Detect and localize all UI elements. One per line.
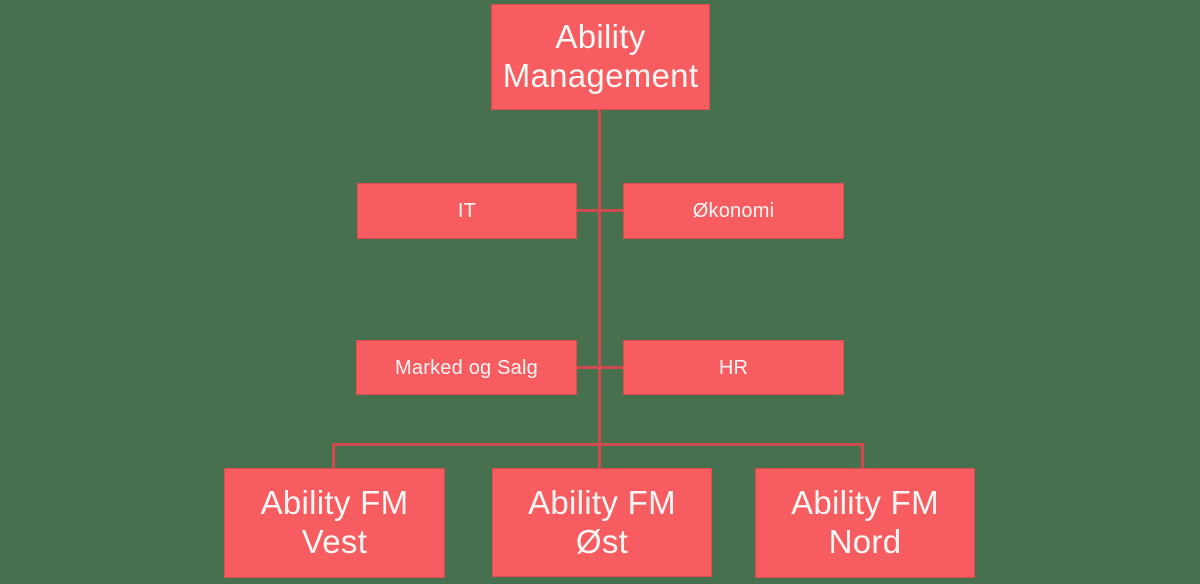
node-label-line: Marked og Salg [395,356,538,379]
node-label-line: IT [457,200,477,222]
org-node-ability-fm-ost[interactable]: Ability FM Øst [492,468,712,577]
org-node-marked-og-salg[interactable]: Marked og Salg [356,340,577,395]
connector-trunk [598,110,601,468]
org-node-ability-fm-nord[interactable]: Ability FM Nord [755,468,975,578]
node-label-line: Nord [828,523,902,560]
node-label-line: Management [502,57,699,94]
org-node-ability-fm-vest[interactable]: Ability FM Vest [224,468,445,578]
connector-row2-horizontal [577,366,623,369]
node-label-line: Vest [301,523,368,560]
node-label-line: Ability [555,18,646,56]
connector-bottom-bar [332,443,864,446]
org-node-hr[interactable]: HR [623,340,844,395]
node-label-line: Ability FM [528,483,676,521]
connector-drop-vest [332,443,335,468]
connector-drop-nord [861,443,864,468]
node-label-line: Øst [575,522,629,560]
node-label-line: Økonomi [692,200,775,222]
org-node-it[interactable]: IT [357,183,577,239]
org-node-ability-management[interactable]: Ability Management [491,4,710,110]
org-node-okonomi[interactable]: Økonomi [623,183,844,239]
connector-row1-horizontal [577,209,623,212]
node-label-line: HR [718,356,749,379]
node-label-line: Ability FM [791,484,939,522]
node-label-line: Ability FM [260,484,409,522]
